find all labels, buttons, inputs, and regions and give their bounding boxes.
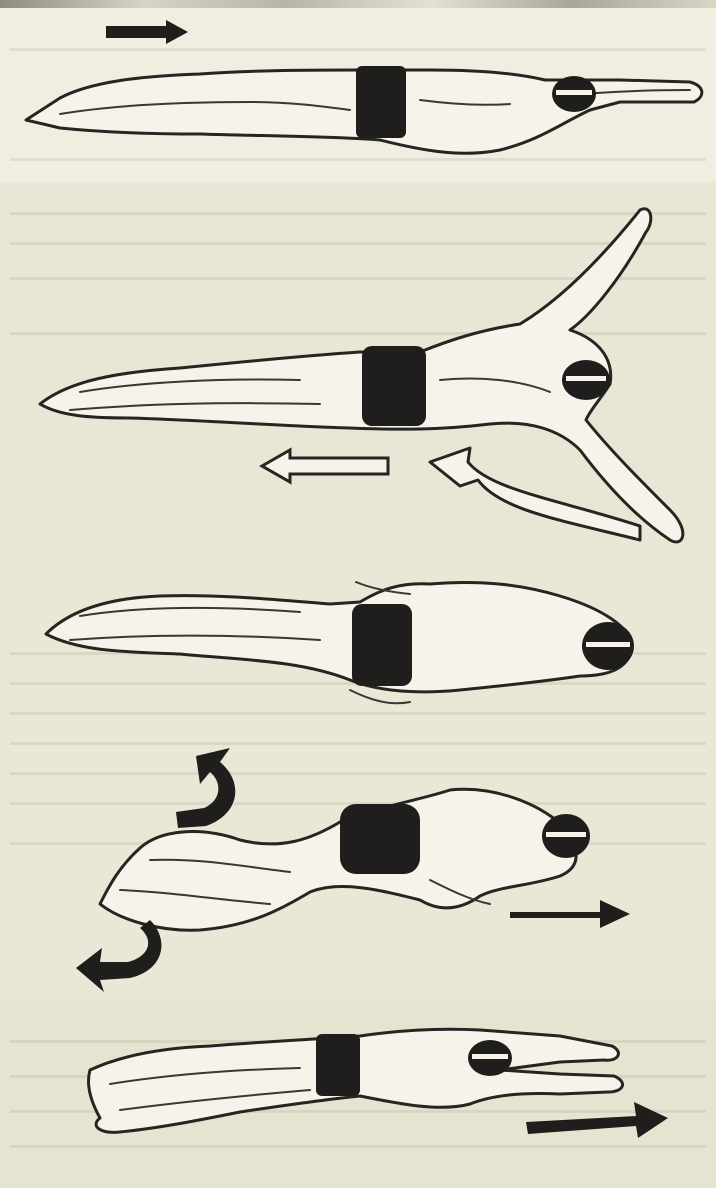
arrow-right-icon [510, 900, 630, 928]
swimsuit [316, 1034, 360, 1096]
cap-stripe [472, 1054, 508, 1059]
swimmer-glide-figure [26, 20, 702, 153]
swimmer-arm-pull-figure [40, 209, 683, 542]
cap-stripe [556, 90, 592, 95]
swimmer-recovery-figure [46, 582, 634, 703]
rotation-arrow-icon [76, 920, 161, 992]
arrow-right-icon [106, 20, 188, 44]
cap-stripe [546, 832, 586, 837]
arrow-left-icon [262, 450, 388, 482]
arrow-right-icon [526, 1102, 668, 1138]
swimsuit [356, 66, 406, 138]
cap-stripe [566, 376, 606, 381]
swimmer-final-glide-figure [88, 1029, 668, 1138]
rotation-arrow-icon [176, 748, 235, 828]
swimmer-kick-figure [76, 748, 630, 992]
swimsuit [340, 804, 420, 874]
cap-stripe [586, 642, 630, 647]
swimsuit [362, 346, 426, 426]
swimsuit [352, 604, 412, 686]
